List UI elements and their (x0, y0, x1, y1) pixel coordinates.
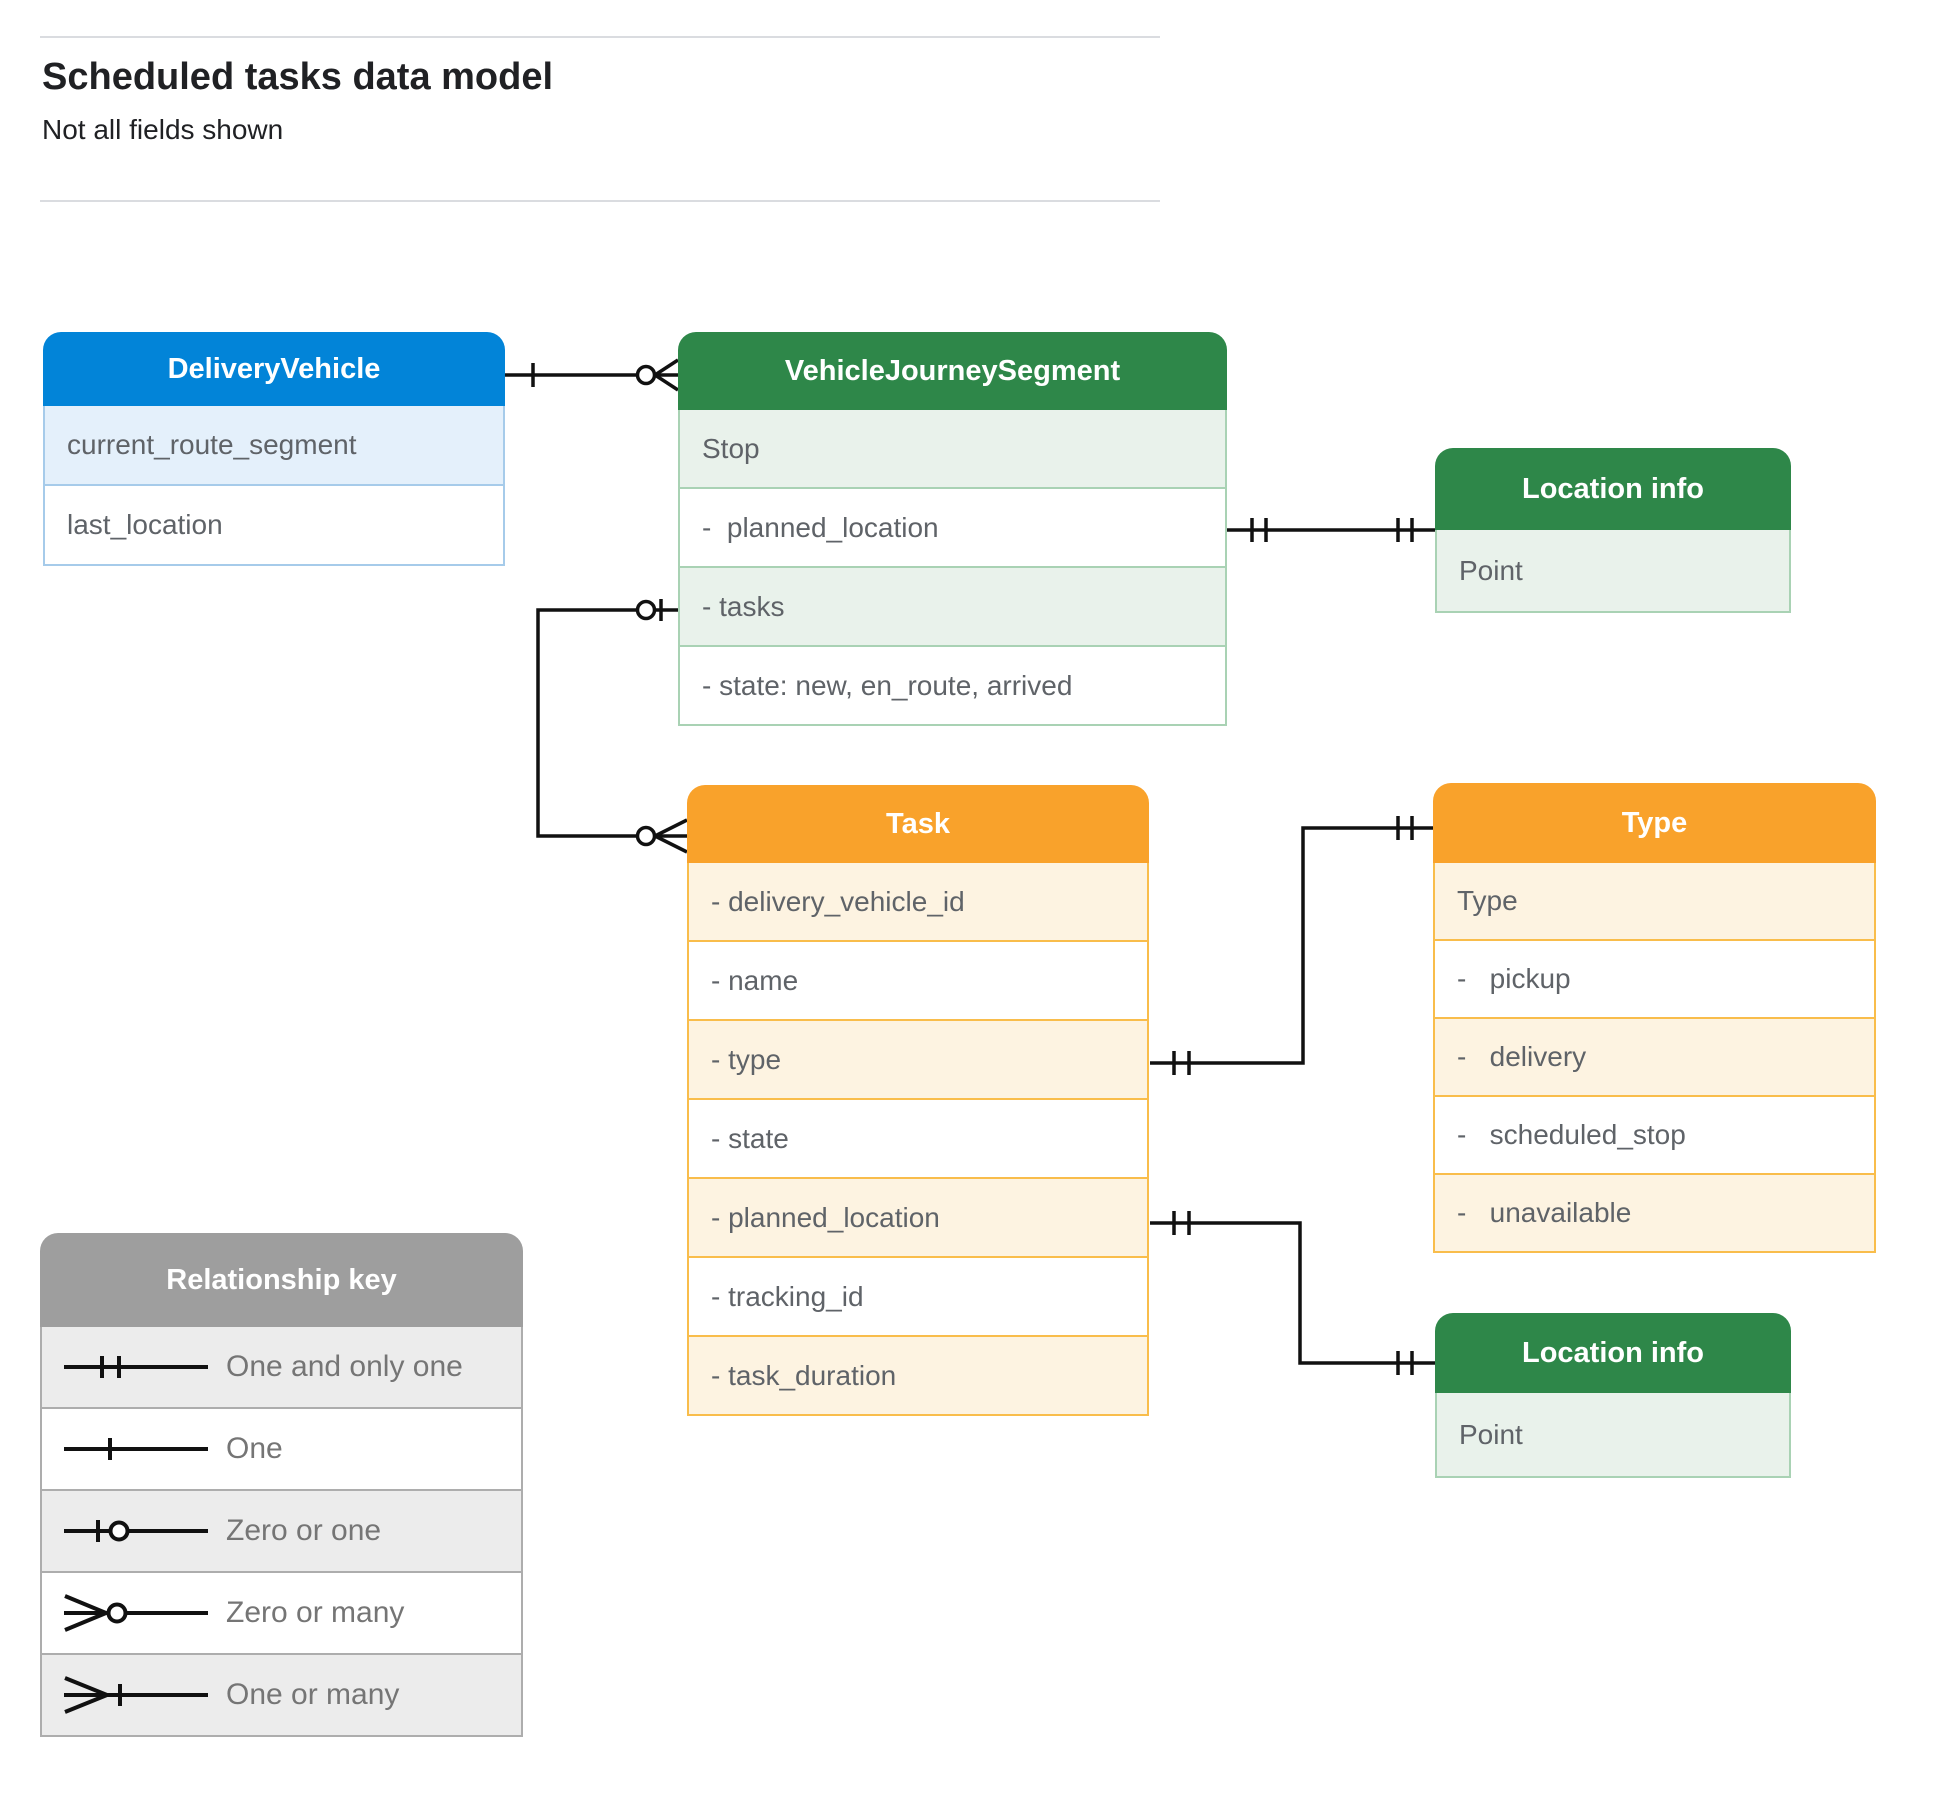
entity-task: Task - delivery_vehicle_id - name - type… (687, 785, 1149, 1416)
entity-type: Type Type - pickup - delivery - schedule… (1433, 783, 1876, 1253)
key-label: Zero or one (226, 1514, 382, 1547)
entity-vehicle-journey-segment-title: VehicleJourneySegment (678, 332, 1227, 410)
zero-or-many-icon (64, 1594, 208, 1632)
field-tracking-id: - tracking_id (687, 1258, 1149, 1337)
field-delivery-vehicle-id: - delivery_vehicle_id (687, 863, 1149, 942)
one-and-only-one-icon (64, 1356, 208, 1378)
top-divider (40, 36, 1160, 38)
field-tasks: - tasks (678, 568, 1227, 647)
entity-task-title: Task (687, 785, 1149, 863)
entity-location-info-bottom: Location info Point (1435, 1313, 1791, 1478)
field-name: - name (687, 942, 1149, 1021)
field-type: - type (687, 1021, 1149, 1100)
field-task-duration: - task_duration (687, 1337, 1149, 1416)
field-planned-location: - planned_location (687, 1179, 1149, 1258)
one-icon (64, 1438, 208, 1460)
field-point: Point (1435, 1393, 1791, 1478)
relationship-key-title: Relationship key (40, 1233, 523, 1327)
connector-plannedlocation-to-locationinfo-top (1227, 518, 1435, 542)
entity-location-info-top: Location info Point (1435, 448, 1791, 613)
field-delivery: - delivery (1433, 1019, 1876, 1097)
title-divider (40, 200, 1160, 202)
entity-type-title: Type (1433, 783, 1876, 863)
key-row-zero-or-one: Zero or one (40, 1491, 523, 1573)
field-pickup: - pickup (1433, 941, 1876, 1019)
connector-deliveryvehicle-to-vehiclejourneysegment (505, 358, 679, 392)
field-point: Point (1435, 530, 1791, 613)
field-state: - state (687, 1100, 1149, 1179)
field-scheduled-stop: - scheduled_stop (1433, 1097, 1876, 1175)
relationship-key: Relationship key One and only one One Ze… (40, 1233, 523, 1737)
field-stop: Stop (678, 410, 1227, 489)
one-or-many-icon (64, 1676, 208, 1714)
key-label: One and only one (226, 1350, 463, 1383)
key-label: Zero or many (226, 1596, 405, 1629)
connector-taskplannedlocation-to-locationinfo-bottom (1150, 1211, 1435, 1375)
zero-or-one-icon (64, 1520, 208, 1542)
entity-delivery-vehicle: DeliveryVehicle current_route_segment la… (43, 332, 505, 566)
key-row-zero-or-many: Zero or many (40, 1573, 523, 1655)
entity-location-info-top-title: Location info (1435, 448, 1791, 530)
field-unavailable: - unavailable (1433, 1175, 1876, 1253)
key-row-one-and-only-one: One and only one (40, 1327, 523, 1409)
entity-vehicle-journey-segment: VehicleJourneySegment Stop - planned_loc… (678, 332, 1227, 726)
key-label: One (226, 1432, 283, 1465)
connector-tasktype-to-type (1150, 816, 1433, 1075)
key-row-one-or-many: One or many (40, 1655, 523, 1737)
entity-location-info-bottom-title: Location info (1435, 1313, 1791, 1393)
page-subtitle: Not all fields shown (42, 114, 284, 145)
page-title: Scheduled tasks data model (42, 56, 554, 98)
key-label: One or many (226, 1678, 400, 1711)
connector-tasks-to-task (536, 599, 688, 854)
field-type-name: Type (1433, 863, 1876, 941)
entity-delivery-vehicle-title: DeliveryVehicle (43, 332, 505, 406)
field-last-location: last_location (43, 486, 505, 566)
field-state: - state: new, en_route, arrived (678, 647, 1227, 726)
key-row-one: One (40, 1409, 523, 1491)
field-current-route-segment: current_route_segment (43, 406, 505, 486)
field-planned-location: - planned_location (678, 489, 1227, 568)
